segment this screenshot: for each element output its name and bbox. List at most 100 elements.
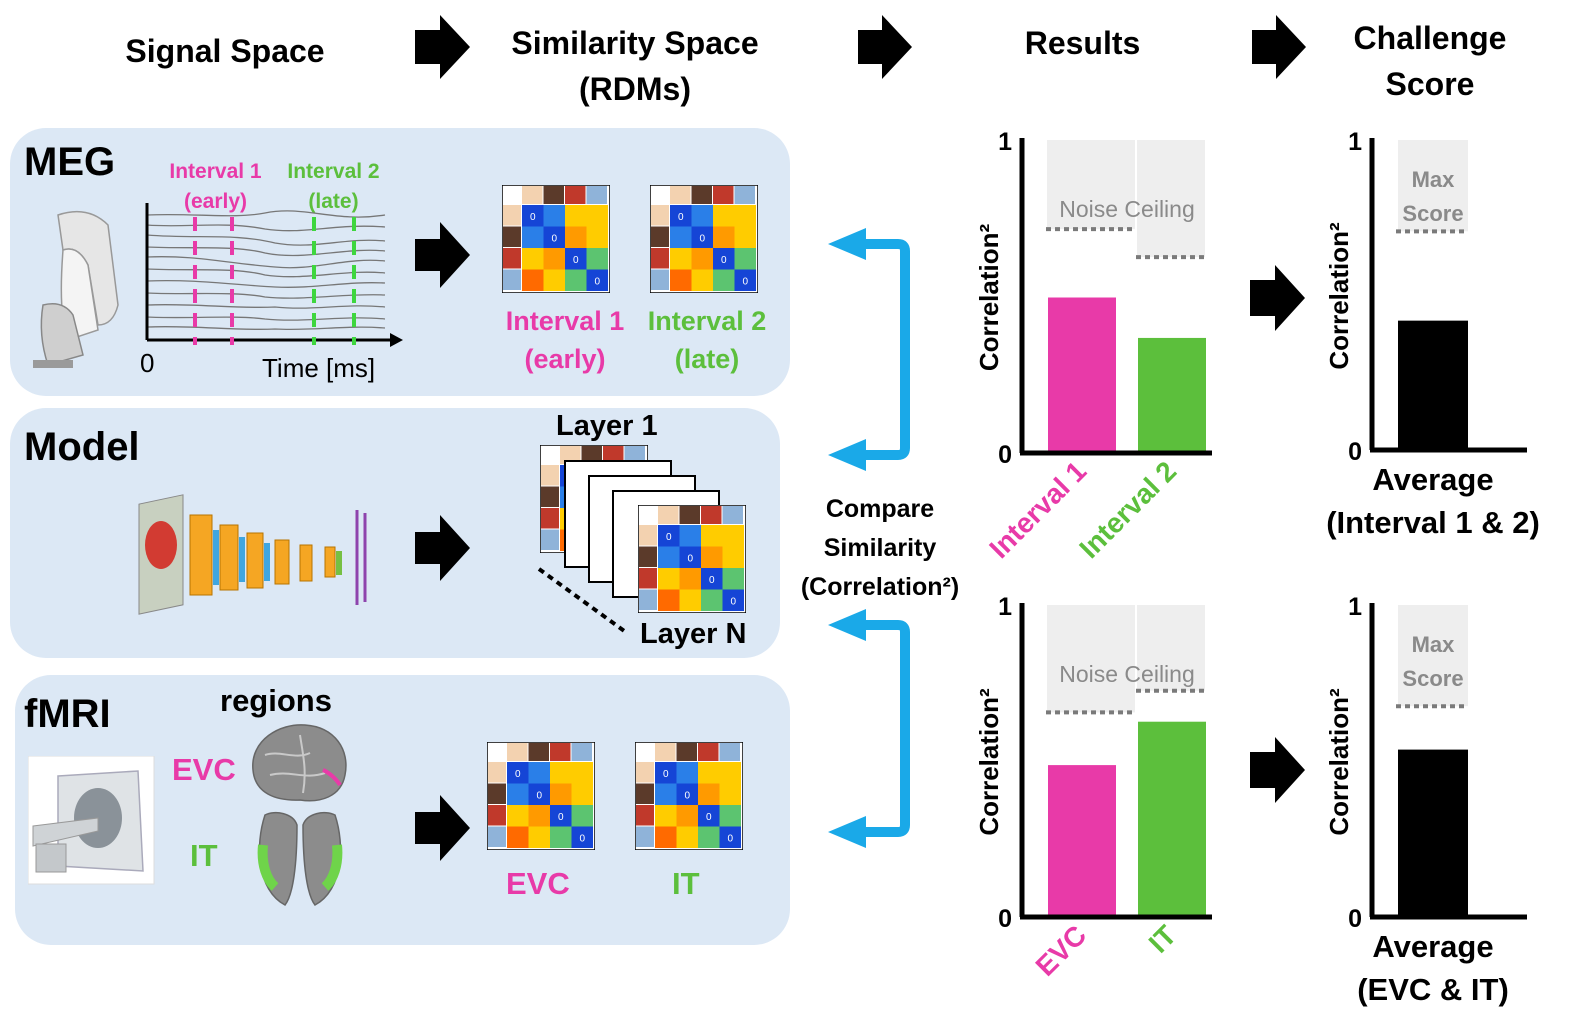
ceiling-label: Max: [1412, 632, 1456, 657]
meg-interval2-line1: Interval 2: [287, 160, 380, 183]
rdm-stimulus-thumb-left: [488, 762, 506, 783]
rdm-stimulus-thumb-left: [639, 525, 657, 546]
y-tick-label: 0: [1348, 438, 1362, 466]
rdm-diagonal-zero: 0: [727, 833, 733, 844]
rdm-cell: [676, 762, 698, 784]
rdm-stimulus-thumb-top: [565, 186, 586, 204]
ceiling-region: [1047, 140, 1135, 230]
rdm-diagonal-zero: 0: [551, 233, 557, 244]
rdm-stimulus-thumb-left: [488, 805, 506, 826]
rdm-cell: [528, 826, 550, 848]
rdm-diagonal-zero: 0: [706, 812, 712, 823]
meg-interval1-line1: Interval 1: [169, 160, 262, 183]
rdm-diagonal-zero: 0: [536, 790, 542, 801]
rdm-stimulus-thumb-top: [691, 186, 712, 204]
rdm-cell: [691, 248, 713, 270]
rdm-cell: [719, 805, 741, 827]
brain-ventral-icon: [257, 812, 343, 906]
rdm-stimulus-thumb-top: [550, 743, 571, 761]
rdm-stimulus-thumb-top: [701, 506, 722, 524]
y-tick-label: 1: [1348, 593, 1362, 621]
rdm-diagonal-zero: 0: [730, 596, 736, 607]
rdm-cell: [522, 248, 544, 270]
meg-rdm1-line2: (early): [524, 344, 606, 374]
rdm-cell: [550, 783, 572, 805]
rdm-stimulus-thumb-left: [541, 508, 559, 529]
rdm-cell: [670, 205, 692, 227]
layer-dots-line: [537, 567, 629, 635]
rdm-stimulus-thumb-left: [651, 269, 669, 290]
rdm-cell: [670, 226, 692, 248]
rdm-cell: [698, 826, 720, 848]
model-title: Model: [24, 425, 140, 469]
x-tick-label: EVC: [1030, 919, 1093, 982]
rdm-cell: [571, 805, 593, 827]
rdm-stimulus-thumb-left: [503, 248, 521, 269]
header-arrow-1: [415, 15, 470, 79]
rdm-cell: [571, 783, 593, 805]
rdm-cell: [655, 783, 677, 805]
rdm-cell: [701, 525, 723, 547]
rdm-cell: [543, 269, 565, 291]
ceiling-label: Score: [1402, 666, 1463, 691]
x-axis-label: (EVC & IT): [1357, 972, 1509, 1007]
header-challenge-line2: Score: [1385, 66, 1475, 102]
layer-first-label: Layer 1: [556, 410, 658, 442]
rdm-cell: [670, 269, 692, 291]
rdm-diagonal-zero: 0: [573, 255, 579, 266]
header-arrow-2: [858, 15, 912, 79]
rdm-cell: [713, 248, 735, 270]
rdm-cell: [722, 525, 744, 547]
rdm-stimulus-thumb-top: [670, 186, 691, 204]
meg-title: MEG: [24, 140, 116, 184]
rdm-stimulus-thumb-top: [719, 743, 740, 761]
compare-arrow-upper: [860, 239, 910, 460]
score-arrow-upper: [1250, 265, 1305, 331]
y-axis-label: Correlation²: [1324, 222, 1354, 370]
header-results: Results: [1024, 25, 1141, 61]
fmri-scanner-icon: [28, 756, 155, 885]
meg-x-origin: 0: [140, 348, 155, 378]
rdm-stimulus-thumb-left: [639, 546, 657, 567]
rdm-cell: [691, 205, 713, 227]
rdm-cell: [734, 205, 756, 227]
header-challenge-score: Challenge Score: [1320, 15, 1540, 107]
rdm-cell: [679, 589, 701, 611]
rdm-diagonal-zero: 0: [558, 812, 564, 823]
rdm-stimulus-thumb-left: [636, 762, 654, 783]
rdm-stimulus-thumb-top: [698, 743, 719, 761]
rdm-stimulus-thumb-left: [503, 226, 521, 247]
header-similarity-space: Similarity Space (RDMs): [480, 20, 790, 112]
rdm-cell: [522, 269, 544, 291]
meg-interval2-label: Interval 2 (late): [276, 157, 391, 217]
meg-rdm1-label: Interval 1 (early): [490, 302, 640, 378]
rdm-cell: [543, 226, 565, 248]
rdm-cell: [571, 762, 593, 784]
rdm-cell: [586, 248, 608, 270]
rdm-cell: [586, 205, 608, 227]
y-tick-label: 0: [998, 905, 1012, 933]
bar: [1138, 337, 1206, 453]
rdm-stimulus-thumb-top: [603, 446, 624, 464]
rdm-cell: [719, 783, 741, 805]
rdm-stimulus-thumb-top: [581, 446, 602, 464]
rdm-stimulus-thumb-left: [651, 205, 669, 226]
x-tick-label: Interval 1: [983, 455, 1092, 564]
rdm-cell: [701, 546, 723, 568]
rdm-cell: [658, 525, 680, 547]
header-signal-space: Signal Space: [125, 33, 325, 69]
rdm-cell: [734, 248, 756, 270]
rdm-diagonal-zero: 0: [579, 833, 585, 844]
rdm-cell: [691, 269, 713, 291]
rdm-cell: [571, 826, 593, 848]
x-axis-label: (Interval 1 & 2): [1326, 505, 1540, 540]
y-tick-label: 1: [1348, 128, 1362, 156]
rdm-cell: [713, 269, 735, 291]
